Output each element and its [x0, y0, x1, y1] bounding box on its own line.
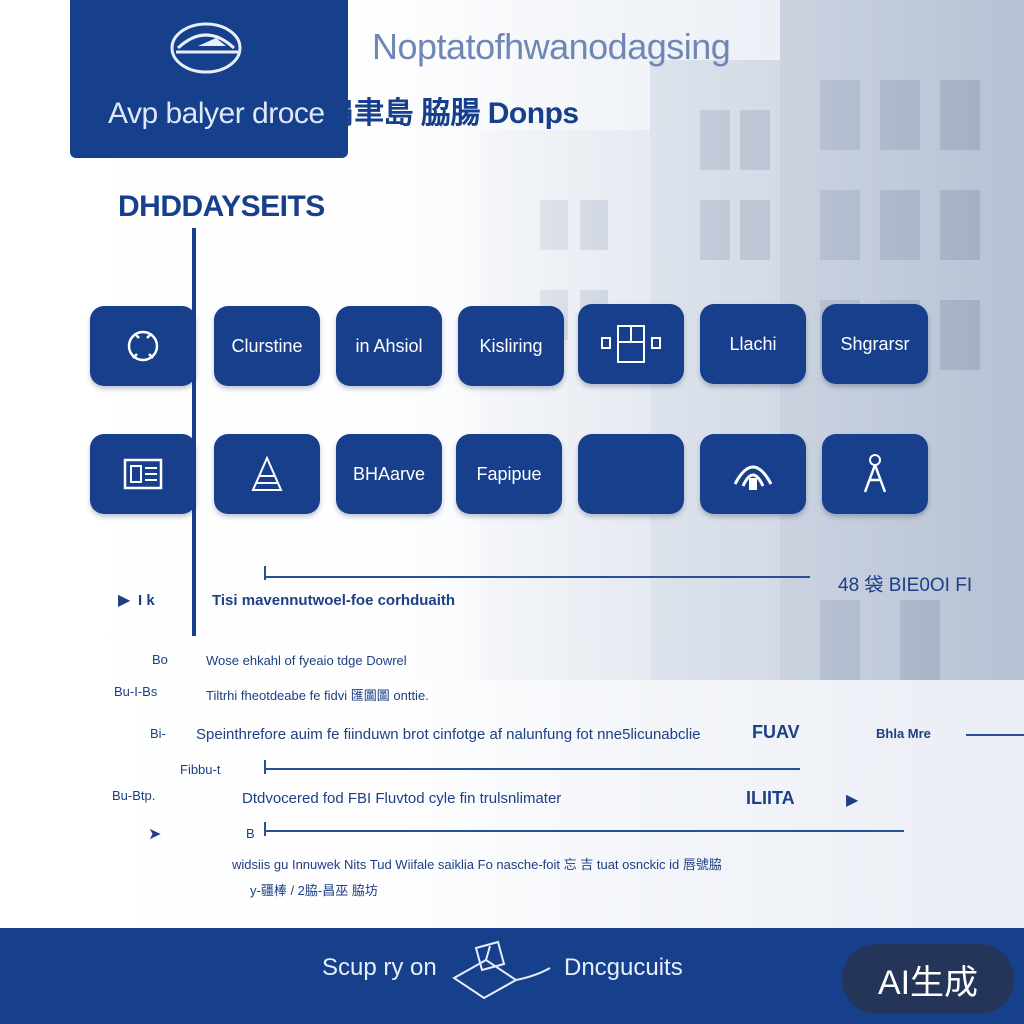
diagram-main-prefix: I k: [138, 592, 155, 609]
vertical-divider: [192, 228, 196, 636]
diagram-line-prefix: Bu-Btp.: [112, 788, 156, 803]
tile-kisliring[interactable]: Kisliring: [458, 306, 564, 386]
header-subtitle-prefix: Avp balyer droce: [108, 97, 325, 130]
tile-row2-signal-arch[interactable]: [700, 434, 806, 514]
tile-clurstine[interactable]: Clurstine: [214, 306, 320, 386]
diagram-mid-line: [264, 768, 800, 770]
scroll-documents-icon: [446, 938, 556, 1007]
floorplan-icon: [596, 322, 666, 366]
tile-fapipue[interactable]: Fapipue: [456, 434, 562, 514]
tile-row2-pyramid[interactable]: [214, 434, 320, 514]
arrow-right-icon: ▶: [118, 592, 131, 609]
diagram-bottom-line: [264, 830, 904, 832]
tile-row2-blank[interactable]: [578, 434, 684, 514]
diagram-line-tag: FUAV: [752, 722, 800, 742]
diagram-line-prefix: B: [246, 826, 255, 841]
diagram-tick: [264, 822, 266, 836]
diagram-main-label: Tisi mavennutwoel-foe corhduaith: [212, 592, 456, 609]
tile-label: Kisliring: [479, 335, 543, 356]
diagram-right-connector: [966, 734, 1024, 736]
arrow-right-icon: ▶: [846, 792, 859, 809]
footer-left-text: Scup ry on: [322, 954, 437, 981]
tile-label: BHAarve: [352, 463, 426, 484]
diagram-line-text: Tiltrhi fheotdeabe fe fidvi 匯圖圖 onttie.: [206, 688, 429, 703]
diagram-line-text: Dtdvocered fod FBI Fluvtod cyle fin trul…: [242, 790, 562, 807]
chevron-right-icon: ➤: [148, 826, 162, 843]
tile-label: in Ahsiol: [355, 335, 423, 356]
tile-bhaarve[interactable]: BHAarve: [336, 434, 442, 514]
header-subtitle-suffix: 肩聿島 脇腸: [324, 97, 488, 130]
diagram-line-tag-right: Bhla Mre: [876, 726, 931, 741]
header-subtitle-tail: Donps: [487, 97, 579, 130]
tile-label: Clurstine: [231, 335, 303, 356]
document-icon: [121, 456, 165, 492]
diagram-line-prefix: Fibbu-t: [180, 762, 221, 777]
diagram-line-tag: ILIITA: [746, 788, 795, 808]
diagram-line-text: Wose ehkahl of fyeaio tdge Dowrel: [206, 653, 407, 668]
tile-shgrarsr[interactable]: Shgrarsr: [822, 304, 928, 384]
tile-row2-tower[interactable]: [822, 434, 928, 514]
diagram-tick: [264, 760, 266, 774]
diagram-top-line: [264, 576, 810, 578]
tile-label: Shgrarsr: [840, 333, 910, 354]
dome-logo-icon: [168, 16, 244, 76]
section-heading: DHDDAYSEITS: [118, 190, 325, 223]
tile-label: Llachi: [729, 333, 777, 354]
diagram-line-prefix: Bo: [152, 652, 168, 667]
header-subtitle: Avp balyer droce肩聿島 脇腸 Donps: [108, 88, 579, 132]
signal-arch-icon: [729, 454, 777, 494]
tile-row1-floorplan[interactable]: [578, 304, 684, 384]
tile-row1-circle-badge[interactable]: [90, 306, 196, 386]
page-title: Noptatofhwanodagsing: [372, 26, 731, 67]
ai-generated-badge: AI生成: [842, 944, 1014, 1014]
diagram-tick: [264, 566, 266, 580]
diagram-line-text: Speinthrefore auim fe fiinduwn brot cinf…: [196, 726, 701, 743]
circle-badge-icon: [123, 326, 163, 366]
tile-label: Fapipue: [476, 463, 542, 484]
diagram-right-label: 48 袋 BIE0OI FI: [838, 575, 973, 596]
diagram-line-prefix: Bu-I-Bs: [114, 684, 158, 699]
diagram-line-text: y-疆棒 / 2脇-昌巫 脇坊: [250, 883, 378, 898]
footer-right-text: Dncgucuits: [564, 954, 683, 981]
diagram-line-text: widsiis gu Innuwek Nits Tud Wiifale saik…: [232, 857, 722, 872]
header-block: [70, 0, 348, 158]
tile-row2-document[interactable]: [90, 434, 196, 514]
tile-llachi[interactable]: Llachi: [700, 304, 806, 384]
tower-icon: [855, 452, 895, 496]
pyramid-icon: [247, 454, 287, 494]
tile-in-ahsiol[interactable]: in Ahsiol: [336, 306, 442, 386]
diagram-line-prefix: Bi-: [150, 726, 166, 741]
